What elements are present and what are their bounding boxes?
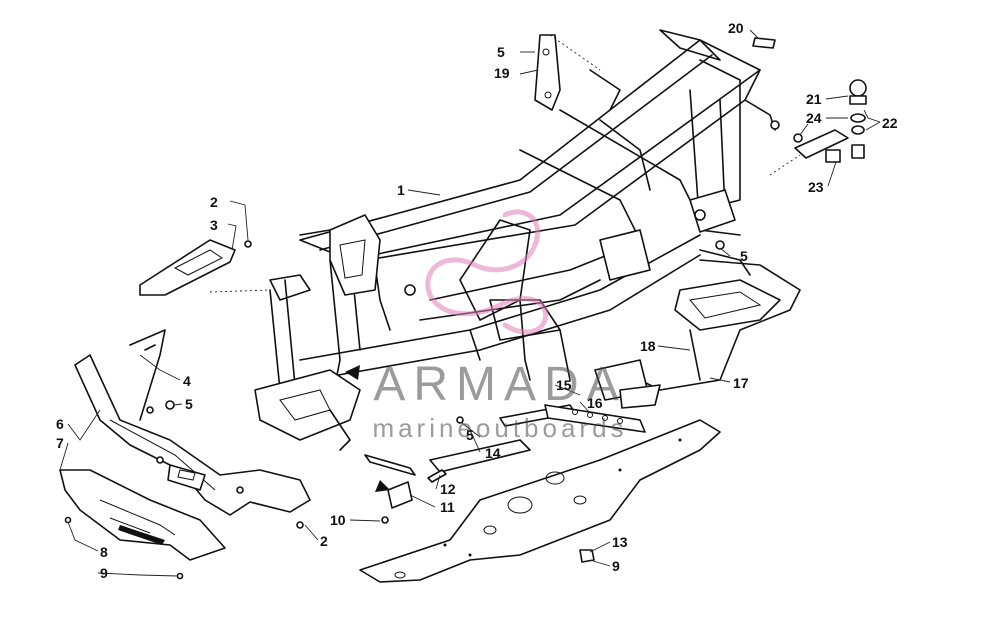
watermark-brand: ARMADA <box>373 358 626 411</box>
callout-21: 21 <box>806 91 822 107</box>
callout-23: 23 <box>808 179 824 195</box>
callout-20: 20 <box>728 20 744 36</box>
callout-24: 24 <box>806 110 822 126</box>
callout-16: 16 <box>587 395 603 411</box>
callout-9-right: 9 <box>612 558 620 574</box>
callout-8: 8 <box>100 544 108 560</box>
callout-2-bottom: 2 <box>320 533 328 549</box>
side-footrest <box>594 249 801 409</box>
callout-19: 19 <box>494 65 510 81</box>
callout-4: 4 <box>183 373 191 389</box>
callout-6: 6 <box>56 416 64 432</box>
front-bumper <box>74 329 311 516</box>
callout-7: 7 <box>56 435 64 451</box>
callout-9-left: 9 <box>100 565 108 581</box>
callouts: 1 2 3 4 5 6 7 8 9 2 10 11 12 14 5 15 16 … <box>56 20 898 581</box>
callout-5-right: 5 <box>740 248 748 264</box>
callout-14: 14 <box>485 445 501 461</box>
callout-10: 10 <box>330 512 346 528</box>
callout-5-front: 5 <box>185 396 193 412</box>
upper-bracket <box>534 34 601 111</box>
strap-parts <box>364 454 447 509</box>
callout-18: 18 <box>640 338 656 354</box>
skid-plate <box>359 419 721 583</box>
callout-2-top: 2 <box>210 194 218 210</box>
callout-12: 12 <box>440 481 456 497</box>
front-bracket <box>139 239 271 296</box>
watermark-tagline: marineoutboards <box>372 413 627 443</box>
callout-5-center: 5 <box>466 427 474 443</box>
watermark-logo-mark <box>425 209 549 335</box>
callout-17: 17 <box>733 375 749 391</box>
leader-lines <box>59 29 881 577</box>
callout-5-top: 5 <box>497 44 505 60</box>
cross-bracket <box>544 404 646 433</box>
hitch-assembly <box>752 37 867 176</box>
callout-11: 11 <box>440 499 455 515</box>
callout-13: 13 <box>612 534 628 550</box>
callout-1: 1 <box>397 182 405 198</box>
hardware <box>165 240 725 563</box>
callout-22: 22 <box>882 115 898 131</box>
main-frame <box>254 29 780 473</box>
watermark: ARMADA marineoutboards <box>372 209 627 443</box>
callout-15: 15 <box>556 377 572 393</box>
callout-3: 3 <box>210 217 218 233</box>
